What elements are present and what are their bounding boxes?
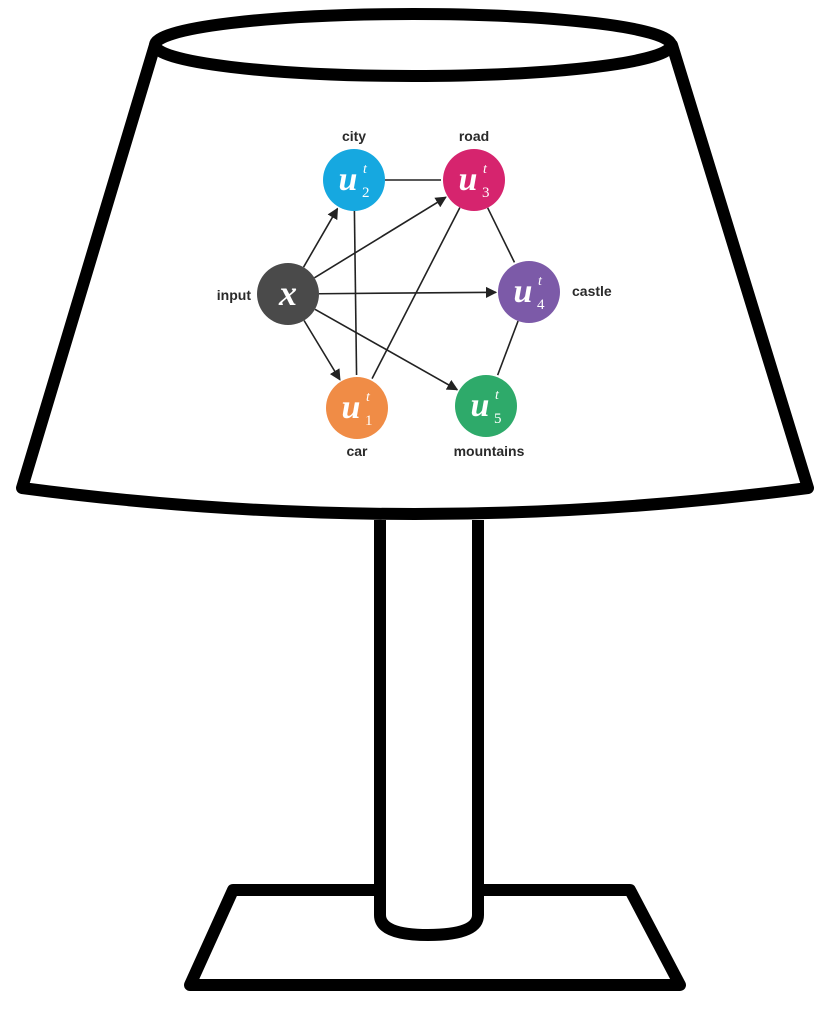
arrow-x-u3 (314, 196, 447, 279)
edge-u3-u4 (486, 207, 516, 263)
arrow-x-u1 (303, 320, 341, 381)
arrow-x-u5 (314, 308, 459, 391)
lamp-shade-rim (149, 8, 677, 82)
node-u3-superscript: t (483, 162, 488, 177)
node-x-circle (257, 263, 319, 325)
node-u2-label: city (342, 128, 366, 144)
lamp-shade (16, 39, 814, 520)
node-u1-circle (326, 377, 388, 439)
arrow-x-u4 (318, 286, 498, 298)
node-u4-subscript: 4 (537, 297, 545, 313)
node-u1-superscript: t (366, 390, 371, 405)
lamp-stem (374, 520, 484, 941)
node-u1-symbol: u (342, 389, 361, 426)
node-u4-superscript: t (538, 274, 543, 289)
node-x-label: input (217, 287, 252, 303)
node-u4-symbol: u (514, 273, 533, 310)
node-u2-symbol: u (339, 161, 358, 198)
node-u4-circle (498, 261, 560, 323)
node-u2-subscript: 2 (362, 185, 370, 201)
node-u3-symbol: u (459, 161, 478, 198)
node-u2-superscript: t (363, 162, 368, 177)
node-u3-subscript: 3 (482, 185, 490, 201)
node-u5-symbol: u (471, 387, 490, 424)
node-u5-subscript: 5 (494, 411, 502, 427)
node-u3-circle (443, 149, 505, 211)
node-u5-label: mountains (454, 443, 525, 459)
edge-u4-u5 (496, 320, 519, 376)
node-u5-superscript: t (495, 388, 500, 403)
node-x: x input (217, 263, 319, 325)
node-u5-circle (455, 375, 517, 437)
node-u1-subscript: 1 (365, 413, 373, 429)
arrow-x-u2 (302, 207, 339, 268)
node-u2-circle (323, 149, 385, 211)
node-x-symbol: x (278, 273, 297, 313)
node-u4-label: castle (572, 283, 612, 299)
node-u3-label: road (459, 128, 489, 144)
node-u1-label: car (346, 443, 368, 459)
